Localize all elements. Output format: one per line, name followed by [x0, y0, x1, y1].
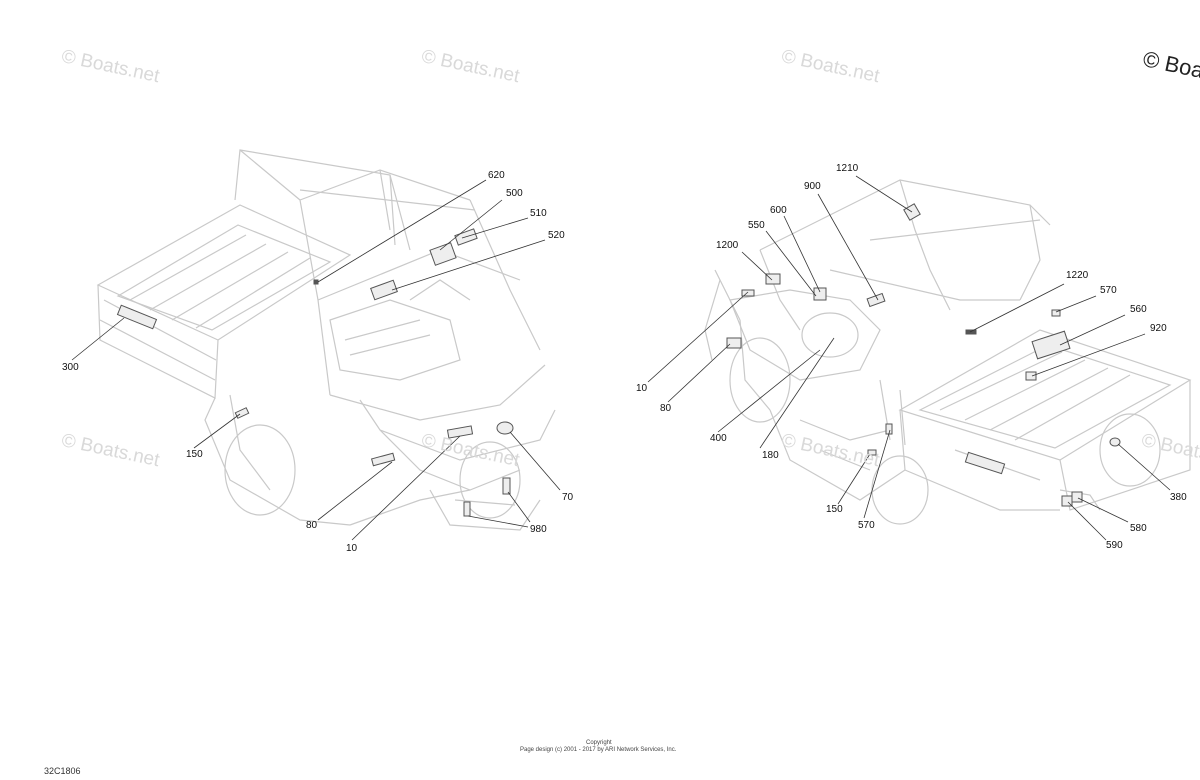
diagram-reference: 32C1806 [44, 766, 81, 776]
callout-label: 150 [186, 449, 203, 460]
callout-label: 150 [826, 504, 843, 515]
callout-label: 80 [306, 520, 318, 531]
left-leader-lines [71, 179, 561, 541]
callout-label: 570 [858, 520, 875, 531]
callout-label: 560 [1130, 304, 1147, 315]
left-vehicle-drawing [96, 149, 556, 531]
right-leader-lines [647, 175, 1171, 541]
right-vehicle-decals [726, 203, 1121, 507]
callout-label: 400 [710, 433, 727, 444]
callout-label: 600 [770, 205, 787, 216]
callout-label: 900 [804, 181, 821, 192]
callout-label: 500 [506, 188, 523, 199]
callout-label: 1220 [1066, 270, 1089, 281]
callout-label: 1210 [836, 163, 859, 174]
callout-label: 570 [1100, 285, 1117, 296]
callout-label: 510 [530, 208, 547, 219]
page-design-credit: Page design (c) 2001 - 2017 by ARI Netwo… [520, 747, 677, 753]
callout-label: 980 [530, 524, 547, 535]
callout-label: 380 [1170, 492, 1187, 503]
copyright-label: Copyright [586, 740, 612, 746]
callout-label: 10 [636, 383, 648, 394]
callout-label: 10 [346, 543, 358, 554]
callout-label: 920 [1150, 323, 1167, 334]
callout-label: 70 [562, 492, 574, 503]
callout-label: 80 [660, 403, 672, 414]
callout-label: 620 [488, 170, 505, 181]
callout-label: 300 [62, 362, 79, 373]
callout-label: 180 [762, 450, 779, 461]
callout-label: 590 [1106, 540, 1123, 551]
callout-label: 520 [548, 230, 565, 241]
callout-label: 550 [748, 220, 765, 231]
left-vehicle-decals [116, 228, 514, 517]
right-vehicle-drawing [704, 179, 1192, 525]
callout-label: 1200 [716, 240, 739, 251]
callout-label: 580 [1130, 523, 1147, 534]
